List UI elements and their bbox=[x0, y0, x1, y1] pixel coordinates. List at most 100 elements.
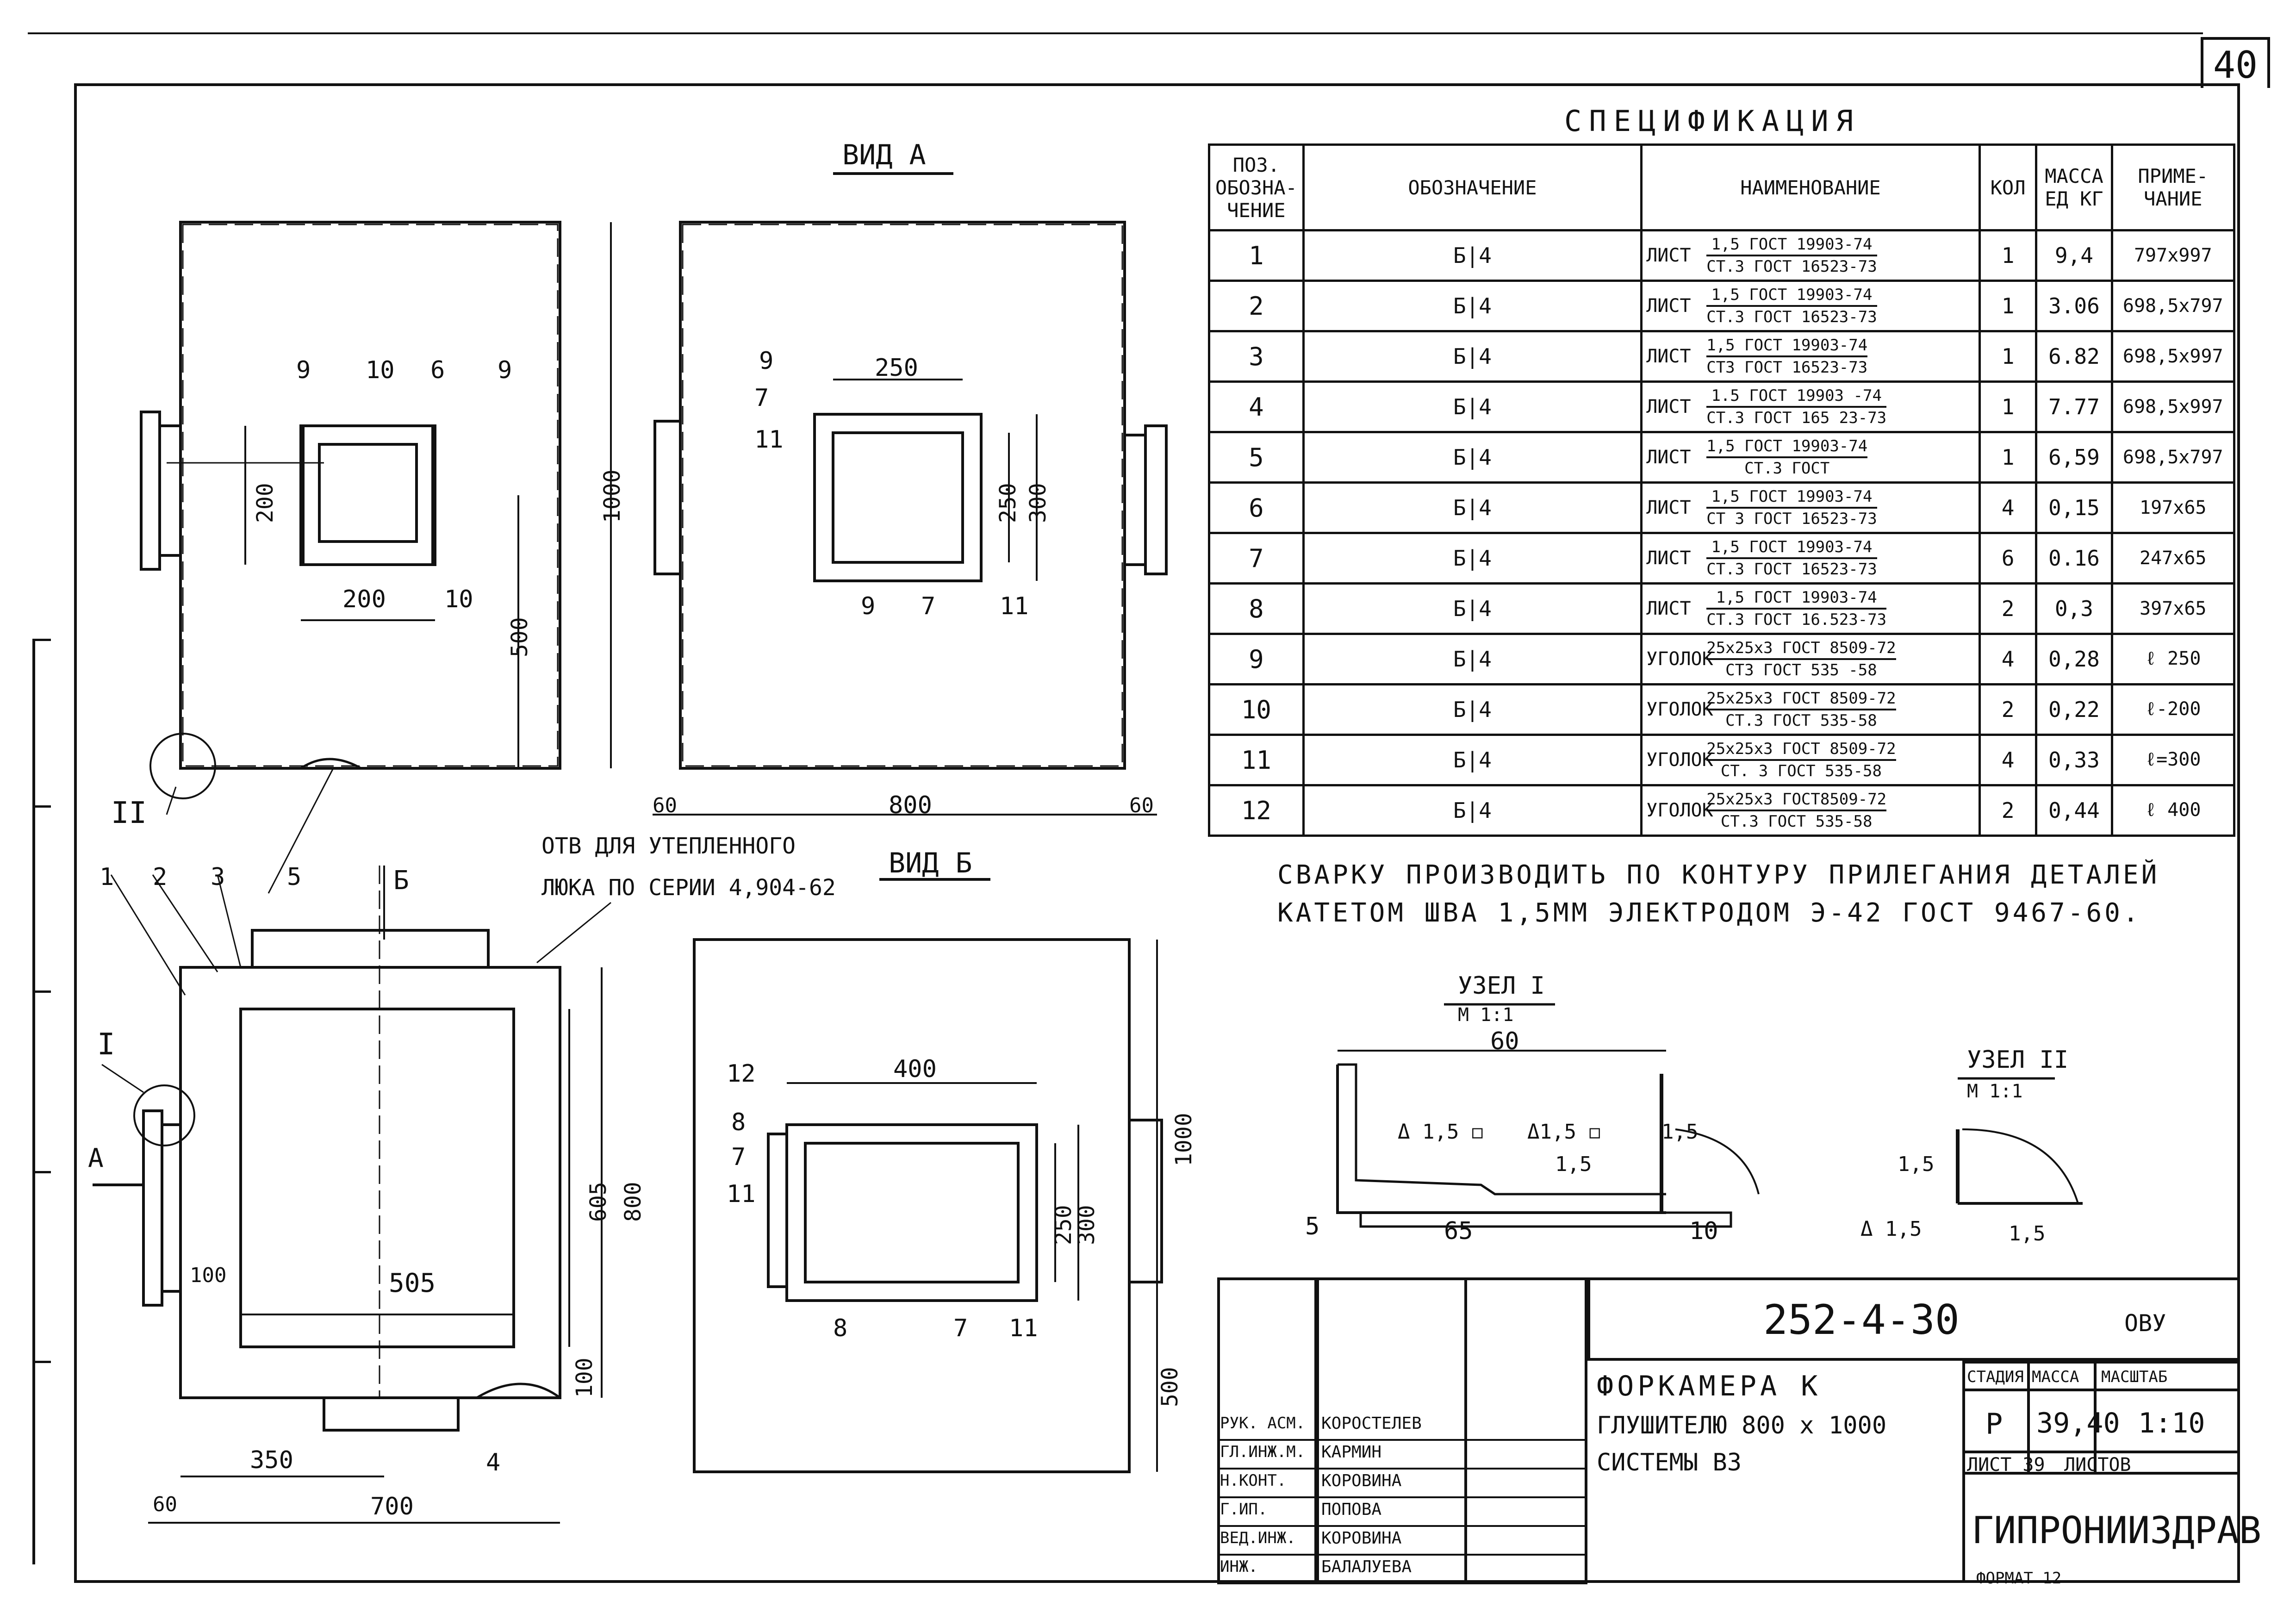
signature-name: ПОПОВА bbox=[1321, 1500, 1382, 1519]
spec-mass: 0,44 bbox=[2035, 784, 2113, 837]
spec-kind: ЛИСТ bbox=[1646, 447, 1691, 468]
spec-mass: 0,3 bbox=[2035, 582, 2113, 635]
drawing-frame bbox=[74, 83, 2240, 1583]
view-a-body bbox=[679, 221, 1126, 770]
col-mass: МАССА ЕД КГ bbox=[2035, 143, 2113, 231]
dim-300-v: 300 bbox=[1025, 483, 1051, 523]
spec-mass: 0,28 bbox=[2035, 633, 2113, 685]
spec-name-bottom: СТ.3 ГОСТ bbox=[1744, 459, 1830, 478]
dim-1000-front: 1000 bbox=[599, 469, 625, 523]
spec-qty: 1 bbox=[1978, 380, 2038, 433]
node-1-title: УЗЕЛ I bbox=[1458, 972, 1545, 1000]
col-name: НАИМЕНОВАНИЕ bbox=[1640, 143, 1981, 231]
spec-pos: 12 bbox=[1208, 784, 1305, 837]
callout-8: 8 bbox=[731, 1109, 746, 1136]
title-line-3: СИСТЕМЫ В3 bbox=[1597, 1449, 1742, 1476]
roman-1-marker: I bbox=[97, 1028, 115, 1062]
spec-name-bottom: СТ.3 ГОСТ 16523-73 bbox=[1706, 308, 1877, 326]
spec-name-top: 1,5 ГОСТ 19903-74 bbox=[1706, 335, 1868, 357]
node-2-scale: М 1:1 bbox=[1967, 1081, 2023, 1102]
callout-7-a2: 7 bbox=[921, 592, 936, 620]
spec-note: 797x997 bbox=[2110, 229, 2235, 282]
spec-qty: 4 bbox=[1978, 633, 2038, 685]
spec-note: 698,5x997 bbox=[2110, 380, 2235, 433]
dim-15-node-b: 1,5 bbox=[1661, 1120, 1699, 1144]
signature-role: Г.ИП. bbox=[1220, 1500, 1268, 1519]
spec-qty: 2 bbox=[1978, 582, 2038, 635]
spec-des: Б|4 bbox=[1302, 784, 1643, 837]
node-2-title: УЗЕЛ II bbox=[1967, 1046, 2069, 1074]
spec-name-top: 25x25x3 ГОСТ 8509-72 bbox=[1706, 739, 1896, 761]
spec-name-bottom: СТ3 ГОСТ 535 -58 bbox=[1725, 661, 1877, 679]
welding-note: СВАРКУ ПРОИЗВОДИТЬ ПО КОНТУРУ ПРИЛЕГАНИЯ… bbox=[1277, 860, 2160, 928]
spec-name-top: 25x25x3 ГОСТ 8509-72 bbox=[1706, 688, 1896, 710]
weld-mark-1: Δ 1,5 ◻ bbox=[1398, 1120, 1484, 1144]
spec-mass: 3.06 bbox=[2035, 280, 2113, 332]
signature-role: РУК. АСМ. bbox=[1220, 1414, 1306, 1432]
spec-des: Б|4 bbox=[1302, 683, 1643, 736]
spec-kind: УГОЛОК bbox=[1646, 749, 1713, 771]
spec-note: ℓ 400 bbox=[2110, 784, 2235, 837]
callout-9-r: 9 bbox=[498, 356, 512, 384]
spec-des: Б|4 bbox=[1302, 431, 1643, 484]
col-note: ПРИМЕ- ЧАНИЕ bbox=[2110, 143, 2235, 231]
signature-name: КОРОСТЕЛЕВ bbox=[1321, 1414, 1422, 1433]
spec-name-bottom: СТ. 3 ГОСТ 535-58 bbox=[1720, 762, 1882, 780]
title-line-2: ГЛУШИТЕЛЮ 800 x 1000 bbox=[1597, 1412, 1887, 1439]
spec-pos: 4 bbox=[1208, 380, 1305, 433]
stage-header: СТАДИЯ bbox=[1967, 1368, 2024, 1386]
signature-role: ВЕД.ИНЖ. bbox=[1220, 1529, 1296, 1547]
spec-mass: 6,59 bbox=[2035, 431, 2113, 484]
dim-400: 400 bbox=[893, 1055, 937, 1083]
spec-note: ℓ 250 bbox=[2110, 633, 2235, 685]
spec-name-top: 1.5 ГОСТ 19903 -74 bbox=[1706, 386, 1887, 408]
callout-7-b2: 7 bbox=[953, 1314, 968, 1342]
spec-name-top: 25x25x3 ГОСТ 8509-72 bbox=[1706, 638, 1896, 660]
spec-kind: ЛИСТ bbox=[1646, 497, 1691, 518]
dim-100-h: 100 bbox=[190, 1264, 227, 1287]
callout-11-b2: 11 bbox=[1009, 1314, 1038, 1342]
hole-note-2: ЛЮКА ПО СЕРИИ 4,904-62 bbox=[541, 875, 836, 901]
dim-500-front: 500 bbox=[507, 617, 533, 657]
org-short: ОВУ bbox=[2124, 1310, 2166, 1337]
dim-800-h: 800 bbox=[889, 791, 932, 819]
spec-kind: ЛИСТ bbox=[1646, 396, 1691, 417]
weld-mark-2: Δ1,5 ◻ bbox=[1527, 1120, 1601, 1144]
callout-3: 3 bbox=[211, 863, 225, 891]
callout-10: 10 bbox=[366, 356, 395, 384]
mass-header: МАССА bbox=[2032, 1368, 2079, 1386]
mass-value: 39,40 bbox=[2036, 1407, 2120, 1439]
spec-name-top: 1,5 ГОСТ 19903-74 bbox=[1706, 285, 1877, 307]
spec-kind: ЛИСТ bbox=[1646, 295, 1691, 317]
dim-60-r: 60 bbox=[1129, 794, 1154, 817]
spec-name-bottom: СТ3 ГОСТ 16523-73 bbox=[1706, 358, 1868, 377]
spec-qty: 6 bbox=[1978, 532, 2038, 585]
dim-250-v: 250 bbox=[995, 483, 1021, 523]
spec-qty: 2 bbox=[1978, 784, 2038, 837]
signature-role: ГЛ.ИНЖ.М. bbox=[1220, 1443, 1306, 1461]
callout-5-node: 5 bbox=[1305, 1213, 1320, 1240]
spec-name-top: 25x25x3 ГОСТ8509-72 bbox=[1706, 789, 1887, 811]
left-margin-marks bbox=[32, 639, 51, 1564]
spec-mass: 0,22 bbox=[2035, 683, 2113, 736]
spec-pos: 3 bbox=[1208, 330, 1305, 383]
node-2-marker bbox=[149, 733, 216, 799]
view-b-title: ВИД Б bbox=[889, 847, 972, 879]
spec-pos: 9 bbox=[1208, 633, 1305, 685]
spec-mass: 6.82 bbox=[2035, 330, 2113, 383]
view-a-title: ВИД А bbox=[842, 139, 926, 171]
